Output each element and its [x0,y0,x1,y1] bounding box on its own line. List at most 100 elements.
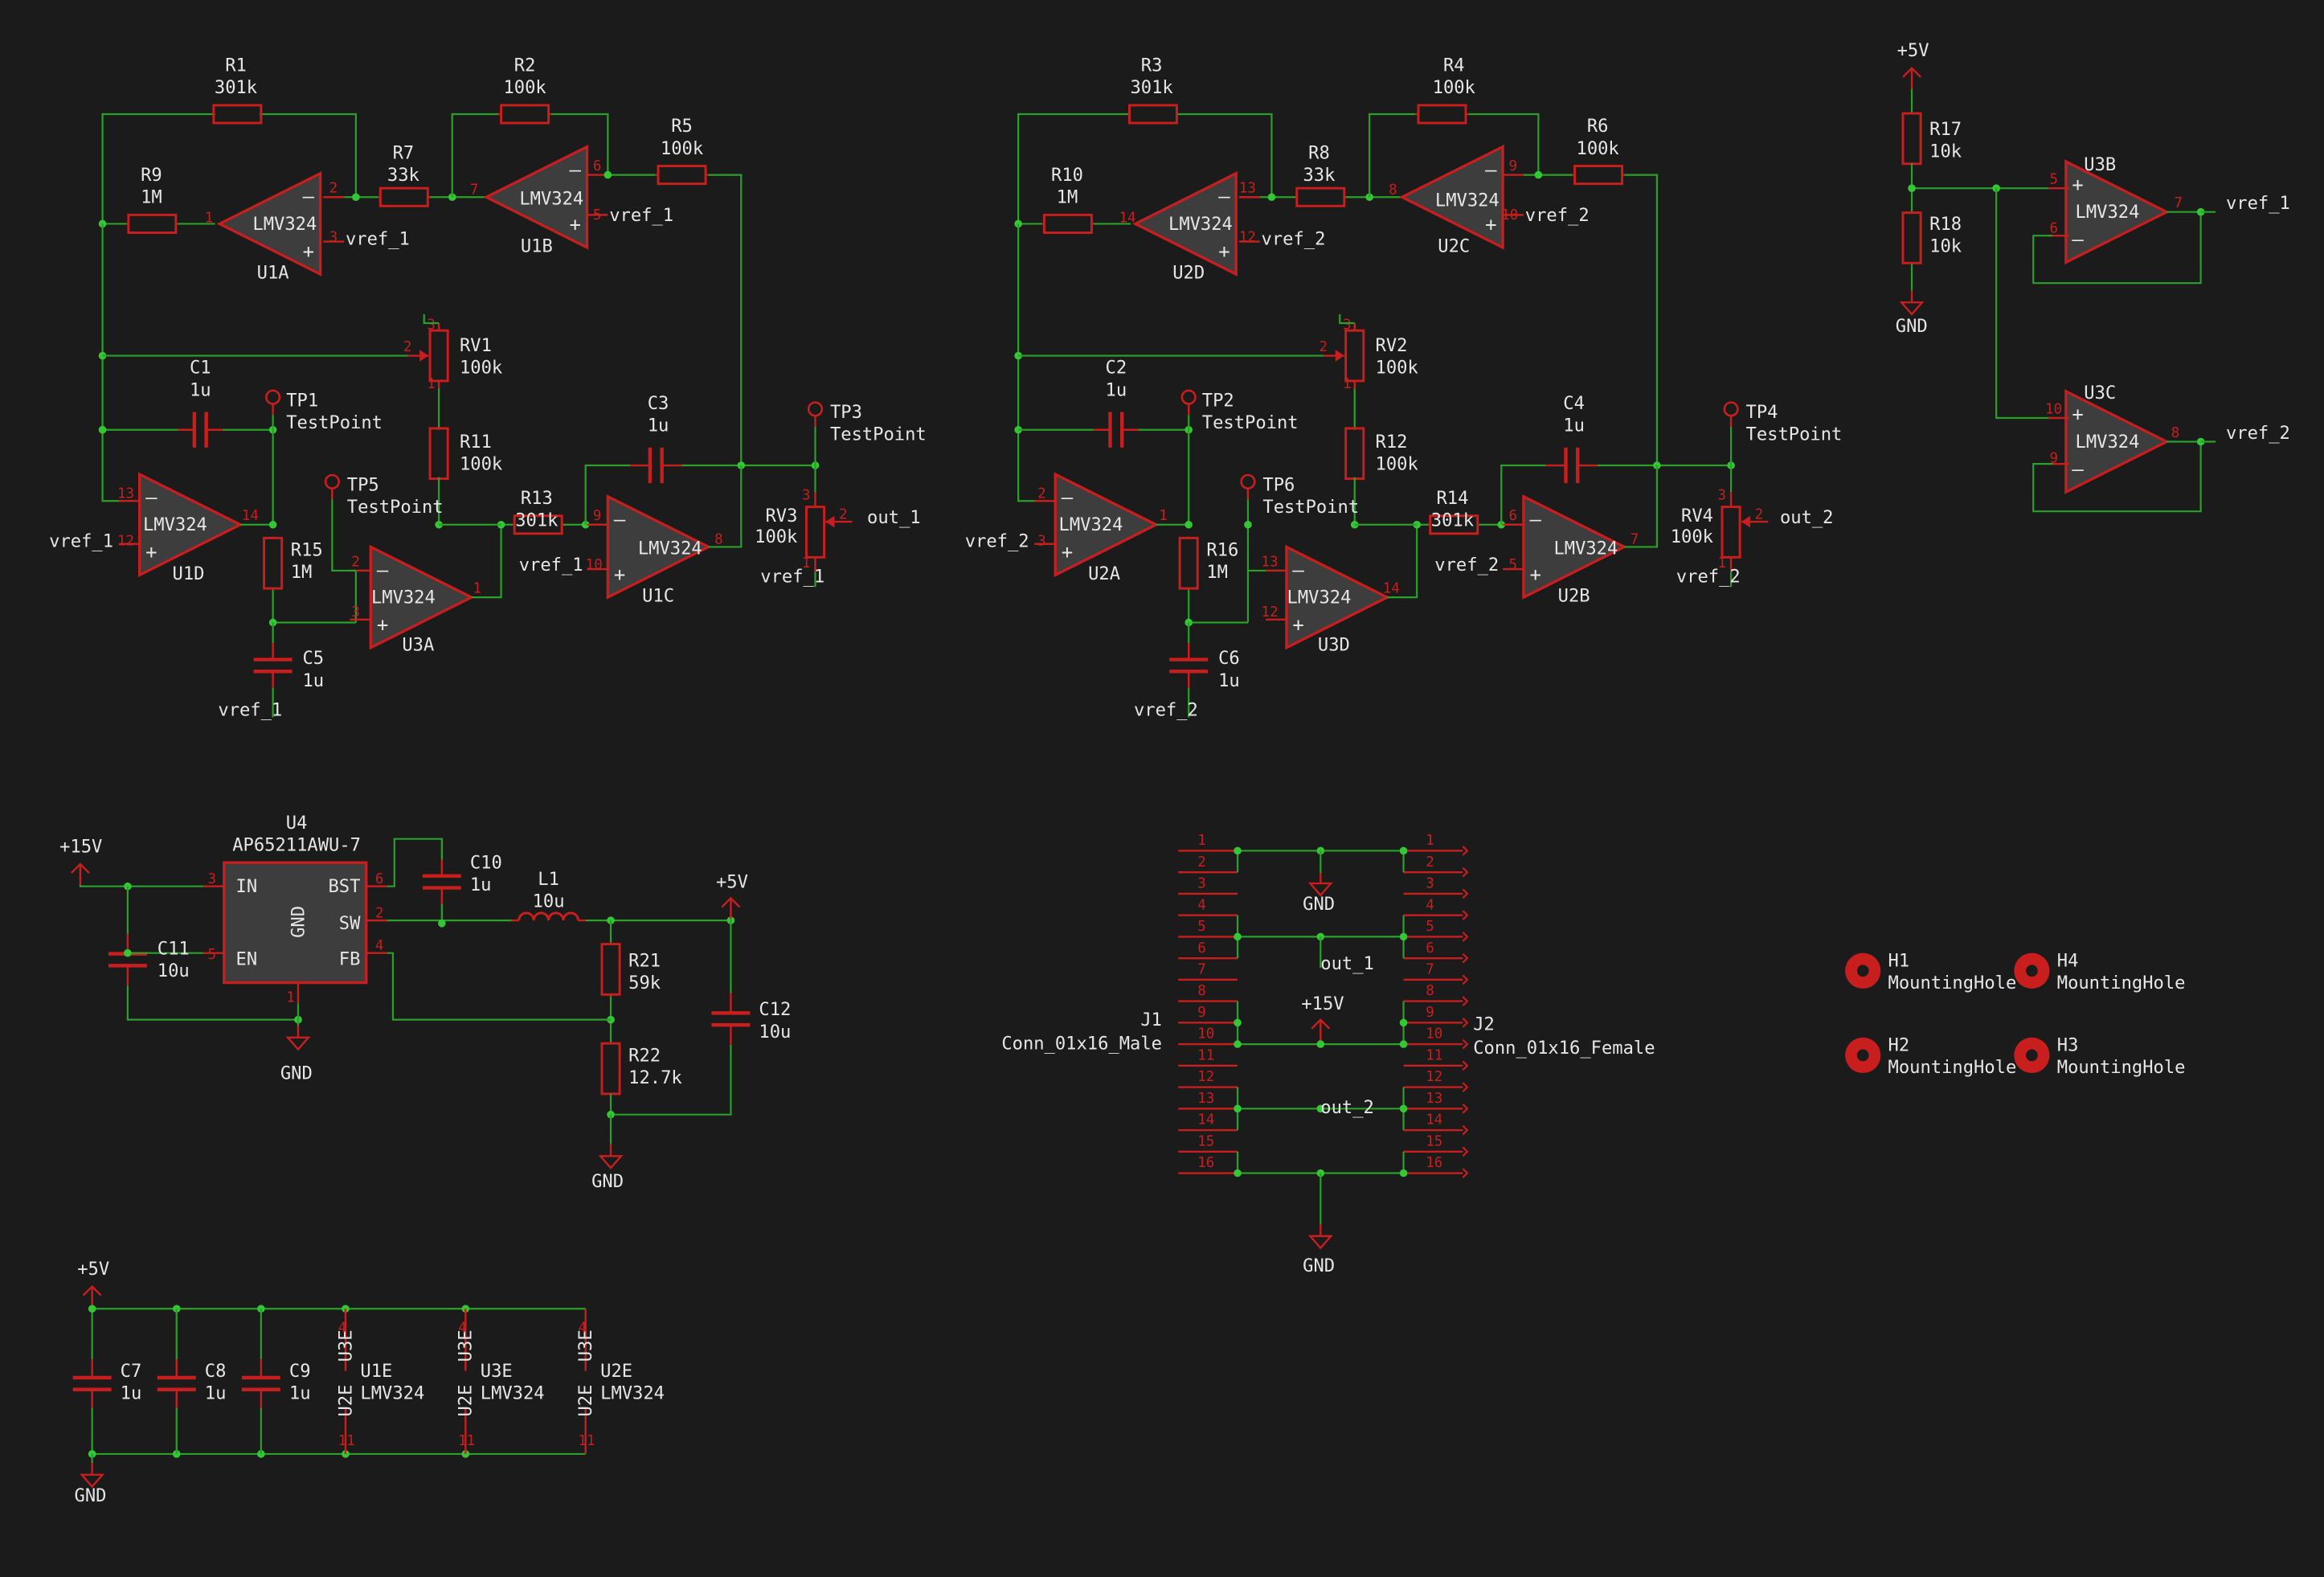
pin-number: 9 [1508,158,1517,174]
wire [1176,113,1273,198]
schematic-label: AP65211AWU-7 [232,834,361,855]
schematic-label: U1A [257,263,289,284]
schematic-label: 100k [1433,77,1475,98]
wire [260,113,357,198]
schematic-label: vref_2 [1134,700,1198,721]
schematic-label: 1M [1057,187,1078,208]
opamp-type: LMV324 [143,514,207,535]
schematic-label: L1 [538,869,559,890]
opamp-sign: + [2072,174,2083,196]
pin-number: 4 [458,1321,467,1337]
opamp-type: LMV324 [1287,588,1352,608]
pin-number: 1 [1717,555,1726,571]
schematic-label: vref_2 [2226,423,2290,444]
schematic-label: 10u [759,1022,791,1042]
junction-dot [2196,207,2205,216]
schematic-label: C6 [1218,648,1240,669]
pin-number: 5 [207,947,216,963]
junction-dot [98,425,107,434]
wire [126,985,298,1021]
wiper-arrow [825,515,835,528]
schematic-label: EN [236,948,258,969]
schematic-label: 100k [460,454,502,475]
schematic-label: H4 [2057,950,2079,971]
gnd-symbol [80,1473,105,1489]
schematic-label: 1M [141,187,162,208]
schematic-label: R6 [1587,116,1609,137]
pin-number: 1 [1426,833,1434,849]
gnd-symbol [1899,301,1925,316]
schematic-label: U4 [286,813,308,834]
schematic-label: 100k [661,138,703,159]
schematic-label: vref_1 [346,228,410,249]
schematic-label: R9 [141,165,162,186]
schematic-label: GND [75,1485,107,1506]
gnd-symbol [1307,1235,1333,1250]
schematic-label: TP2 [1202,390,1234,411]
junction-dot [1399,846,1408,855]
pin-number: 2 [351,554,360,570]
opamp [216,171,322,276]
pin-number: 6 [1508,508,1517,524]
pin-number: 13 [1239,181,1256,197]
schematic-label: 1u [1106,379,1127,400]
wire [1624,174,1658,466]
schematic-label: MountingHole [2057,973,2186,993]
schematic-label: vref_1 [218,700,282,721]
junction-dot [2196,437,2205,446]
opamp-type: LMV324 [252,214,317,235]
resistor [804,506,826,559]
junction-dot [1413,520,1421,529]
female-socket [1462,866,1469,878]
junction-dot [1267,193,1276,202]
pin-number: 3 [427,317,436,333]
opamp-sign: + [1529,563,1540,586]
female-socket [1462,888,1469,899]
pin-number: 14 [1119,211,1136,227]
pin-number: 6 [2050,221,2059,237]
schematic-label: C3 [648,393,669,414]
schematic-label: U2D [1172,263,1205,284]
schematic-label: R21 [628,950,661,971]
pin-number: 9 [593,508,602,524]
opamp-sign: – [2072,228,2084,251]
junction-dot [1534,170,1543,179]
schematic-label: C10 [470,853,502,874]
schematic-label: BST [328,876,360,897]
resistor [212,104,263,125]
schematic-label: C4 [1563,393,1585,414]
schematic-label: R8 [1308,142,1330,163]
pin-name: U2E [575,1385,596,1417]
schematic-label: MountingHole [2057,1057,2186,1078]
resistor [1417,104,1467,125]
pin-number: 4 [578,1321,587,1337]
schematic-label: MountingHole [1888,1057,2017,1078]
pin-number: 10 [1426,1026,1442,1042]
opamp-sign: – [614,509,626,531]
pin-number: 9 [2050,450,2059,466]
mounting-hole-center [2026,965,2038,977]
schematic-label: 10u [158,961,190,981]
female-socket [1462,846,1469,856]
pin-number: 2 [403,339,412,355]
wire [1387,523,1429,599]
junction-dot [1316,932,1325,941]
schematic-label: RV3 [765,506,797,526]
opamp-sign: – [377,559,389,581]
pin-number: 1 [473,581,482,597]
pin-number: 2 [1319,339,1328,355]
schematic-label: U3C [2084,383,2116,403]
wiper-arrow [1741,515,1751,528]
opamp-type: LMV324 [2076,432,2140,453]
pin-number: 4 [338,1321,347,1337]
pin-number: 5 [593,207,602,223]
schematic-label: +5V [77,1259,109,1280]
schematic-label: TP1 [286,390,318,411]
schematic-label: +15V [1301,993,1344,1014]
schematic-label: R11 [460,432,492,453]
female-socket [1462,1082,1469,1092]
component-value: LMV324 [360,1383,424,1404]
opamp-type: LMV324 [1435,190,1500,211]
pin-number: 8 [2171,425,2180,441]
